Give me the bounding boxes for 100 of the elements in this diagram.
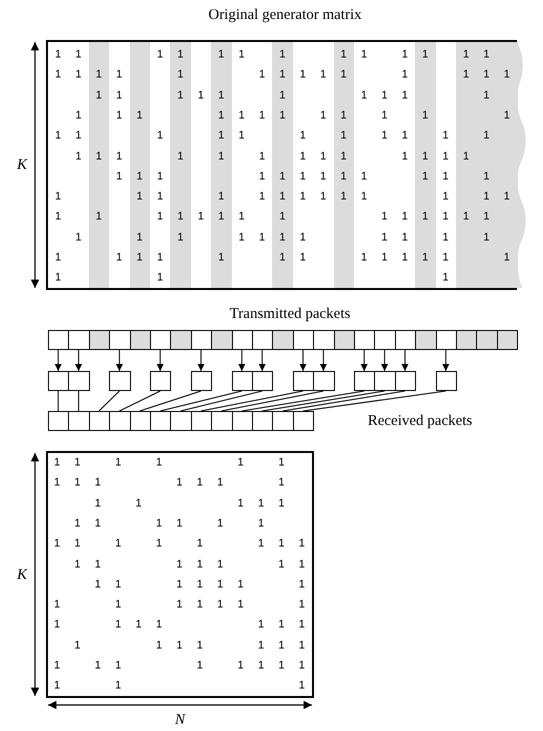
packet-box xyxy=(232,330,253,350)
packet-box xyxy=(68,330,90,350)
matrix-entry: 1 xyxy=(258,620,264,631)
packet-box xyxy=(252,411,274,431)
matrix-entry: 1 xyxy=(54,212,62,223)
packet-box xyxy=(211,411,233,431)
matrix-entry: 1 xyxy=(238,130,245,142)
matrix-entry: 1 xyxy=(54,272,62,284)
connector-line xyxy=(139,390,202,412)
packet-box xyxy=(252,371,274,391)
matrix-entry: 1 xyxy=(402,232,408,244)
packet-box xyxy=(150,371,172,391)
packet-box xyxy=(476,330,498,350)
matrix-entry: 1 xyxy=(156,538,162,550)
matrix-entry: 1 xyxy=(279,171,286,182)
matrix-entry: 1 xyxy=(462,151,470,162)
dimension-label: N xyxy=(175,710,185,730)
matrix-entry: 1 xyxy=(340,70,347,81)
matrix-entry: 1 xyxy=(54,130,62,142)
connector-line xyxy=(160,390,242,412)
matrix-entry: 1 xyxy=(156,640,162,652)
matrix-entry: 1 xyxy=(298,680,305,692)
matrix-entry: 1 xyxy=(96,151,102,162)
matrix-entry: 1 xyxy=(136,252,143,264)
matrix-entry: 1 xyxy=(136,498,142,510)
matrix-entry: 1 xyxy=(360,50,368,60)
matrix-entry: 1 xyxy=(258,538,264,550)
matrix-entry: 1 xyxy=(218,90,224,102)
matrix-entry: 1 xyxy=(96,90,102,102)
packets-label: Transmitted packets xyxy=(230,304,350,324)
matrix-entry: 1 xyxy=(462,70,470,81)
packet-box xyxy=(334,330,355,350)
matrix-entry: 1 xyxy=(298,620,305,631)
matrix-entry: 1 xyxy=(279,90,286,102)
matrix-entry: 1 xyxy=(116,252,122,264)
matrix-entry: 1 xyxy=(422,110,428,122)
matrix-entry: 1 xyxy=(156,620,162,631)
packet-box xyxy=(190,371,212,391)
matrix-entry: 1 xyxy=(320,151,326,162)
packet-box xyxy=(109,411,131,431)
packet-box xyxy=(150,411,172,431)
matrix-entry: 1 xyxy=(54,50,62,60)
matrix-entry: 1 xyxy=(402,130,408,142)
matrix-entry: 1 xyxy=(300,252,306,264)
matrix-entry: 1 xyxy=(177,50,184,60)
connector-line xyxy=(282,390,406,412)
matrix-entry: 1 xyxy=(279,212,286,223)
matrix-entry: 1 xyxy=(402,252,408,264)
matrix-entry: 1 xyxy=(136,192,143,203)
packet-box xyxy=(415,330,437,350)
matrix-entry: 1 xyxy=(176,579,182,590)
matrix-entry: 1 xyxy=(176,478,182,489)
matrix-entry: 1 xyxy=(156,171,164,182)
matrix-entry: 1 xyxy=(116,70,122,81)
arrow xyxy=(75,350,82,372)
matrix-entry: 1 xyxy=(483,50,490,60)
matrix-entry: 1 xyxy=(360,90,368,102)
matrix-entry: 1 xyxy=(54,252,62,264)
arrow xyxy=(238,350,246,372)
packet-box xyxy=(88,330,110,350)
matrix-entry: 1 xyxy=(218,192,224,203)
matrix-entry: 1 xyxy=(218,110,224,122)
matrix-entry: 1 xyxy=(402,70,408,81)
matrix-entry: 1 xyxy=(381,130,388,142)
matrix-entry: 1 xyxy=(278,538,284,550)
connector-line xyxy=(200,390,304,412)
packet-box xyxy=(374,330,396,350)
matrix-entry: 1 xyxy=(402,50,408,60)
matrix-entry: 1 xyxy=(258,171,266,182)
matrix-entry: 1 xyxy=(483,192,490,203)
matrix-entry: 1 xyxy=(116,90,122,102)
packet-box xyxy=(130,330,151,350)
matrix-entry: 1 xyxy=(504,252,510,264)
matrix-entry: 1 xyxy=(300,151,306,162)
matrix-entry: 1 xyxy=(422,252,428,264)
matrix-entry: 1 xyxy=(422,171,428,182)
matrix-entry: 1 xyxy=(340,171,347,182)
matrix-entry: 1 xyxy=(156,130,164,142)
matrix-entry: 1 xyxy=(238,579,244,590)
matrix-entry: 1 xyxy=(442,232,449,244)
matrix-entry: 1 xyxy=(74,458,80,468)
matrix-entry: 1 xyxy=(504,70,510,81)
matrix-entry: 1 xyxy=(504,192,510,203)
connector-line xyxy=(98,390,120,412)
packet-box xyxy=(272,330,294,350)
matrix-entry: 1 xyxy=(298,600,305,611)
matrix-entry: 1 xyxy=(177,212,184,223)
matrix-entry: 1 xyxy=(278,620,284,631)
matrix-entry: 1 xyxy=(54,192,62,203)
packet-box xyxy=(68,411,90,431)
matrix-entry: 1 xyxy=(279,232,286,244)
matrix-entry: 1 xyxy=(278,478,284,489)
matrix-entry: 1 xyxy=(300,70,306,81)
matrix-entry: 1 xyxy=(196,660,203,672)
packet-box xyxy=(354,330,376,350)
matrix-entry: 1 xyxy=(462,212,470,223)
arrow xyxy=(198,350,204,372)
packet-box xyxy=(394,330,416,350)
connector-line xyxy=(241,390,365,412)
matrix-entry: 1 xyxy=(156,518,162,530)
